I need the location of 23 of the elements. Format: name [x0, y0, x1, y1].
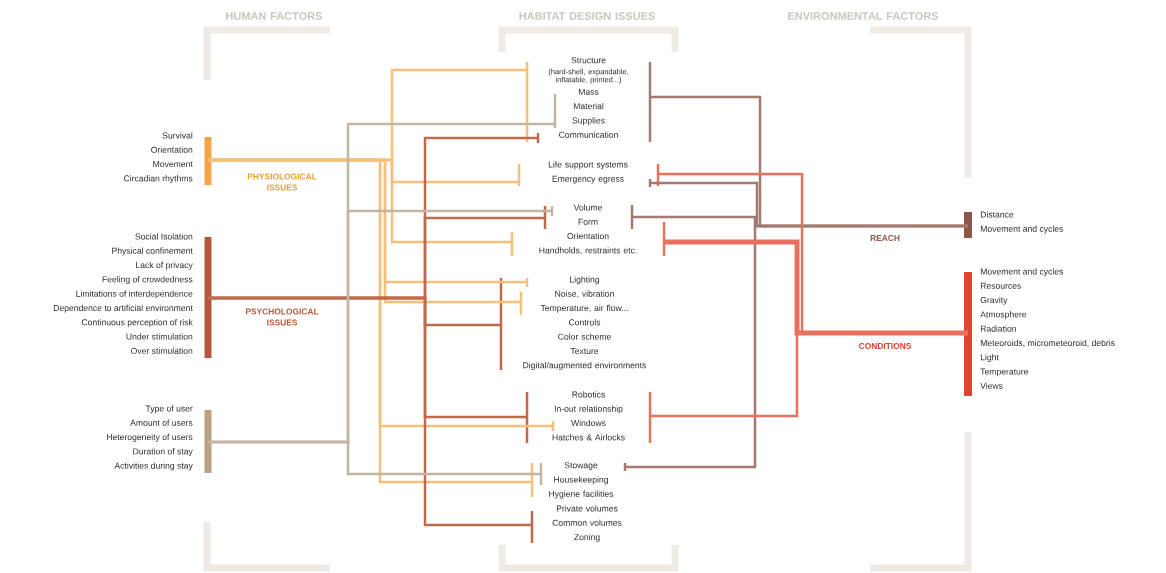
group-label: REACH — [870, 235, 900, 241]
column-heading: HABITAT DESIGN ISSUES — [519, 12, 655, 20]
item-list: Robotics In-out relationship Windows Hatches & Airlocks — [552, 391, 625, 441]
connector-line — [625, 224, 968, 469]
item-list: Distance Movement and cycles — [980, 211, 1064, 234]
item-list: Movement and cycles Resources Gravity Atmosphere Radiation Meteoroids, micrometeoroid, debris Light Temperature Views — [980, 268, 1115, 389]
item-list: Social Isolation Physical confinement Lack of privacy Feeling of crowdedness Limitations of interdependence Dependence to artificial environment Continuous perception of risk Under stimulation Over stimulation — [53, 233, 193, 354]
group-label: PSYCHOLOGICAL ISSUES — [245, 308, 319, 326]
column-heading: HUMAN FACTORS — [226, 12, 323, 20]
item-list: Life support systems Emergency egress — [548, 161, 628, 184]
item-list: Survival Orientation Movement Circadian rhythms — [123, 132, 193, 184]
connector-line — [650, 331, 968, 418]
item-list: Volume Form Orientation Handholds, restraints etc. — [539, 204, 637, 255]
group-label: PHYSIOLOGICAL ISSUES — [247, 173, 317, 191]
item-list: Private volumes Common volumes Zoning — [552, 505, 622, 542]
group-label: CONDITIONS — [859, 343, 912, 349]
connector-line — [664, 239, 968, 336]
connector-line — [208, 158, 532, 484]
item-list: Stowage Housekeeping Hygiene facilities — [549, 462, 614, 499]
item-list: Type of user Amount of users Heterogeneity of users Duration of stay Activities during stay — [107, 405, 193, 471]
column-heading: ENVIRONMENTAL FACTORS — [788, 12, 939, 20]
item-list: Lighting Noise, vibration Temperature, air flow... Controls Color scheme Texture Digital/augmented environments — [523, 276, 647, 370]
connector-line — [208, 296, 532, 527]
